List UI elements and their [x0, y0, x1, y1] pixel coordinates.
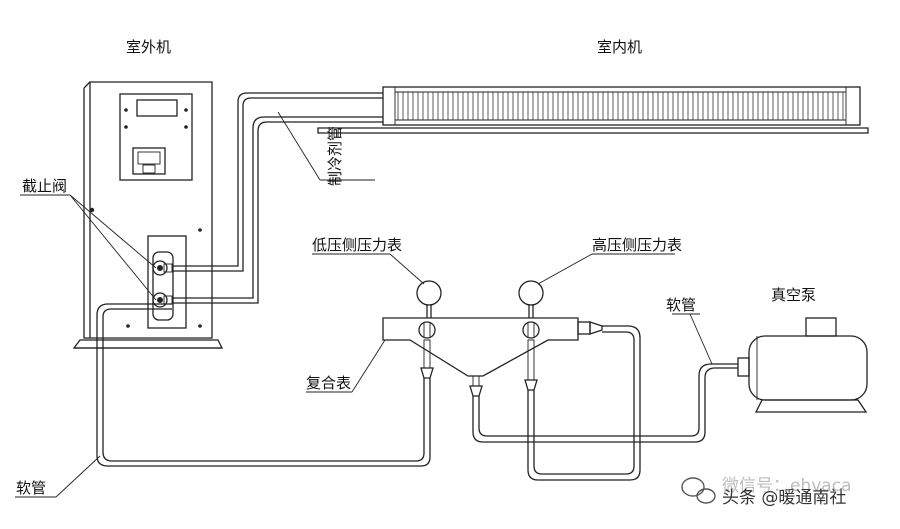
indoor-unit-fins [397, 92, 844, 120]
hose-right-label: 软管 [666, 296, 696, 314]
shutoff-valve-upper [152, 260, 173, 276]
indoor-unit [317, 86, 869, 134]
compound-gauge-label: 复合表 [306, 374, 351, 392]
wechat-icon [681, 477, 716, 504]
leader-lines [15, 111, 713, 498]
refrigerant-pipes [172, 92, 383, 304]
low-pressure-gauge-label: 低压侧压力表 [312, 236, 402, 254]
hose-left-label: 软管 [16, 479, 46, 497]
watermark: 微信号：ehvaca 头条 @暖通南社 [681, 476, 851, 508]
high-pressure-gauge-label: 高压侧压力表 [592, 236, 682, 254]
low-pressure-gauge [416, 280, 442, 318]
indoor-unit-label: 室内机 [597, 38, 642, 56]
compound-gauge [382, 317, 603, 397]
outdoor-unit [72, 81, 224, 349]
high-pressure-gauge [518, 280, 544, 318]
watermark-faint-text: 微信号：ehvaca [722, 476, 851, 496]
vacuum-pump [737, 317, 868, 413]
watermark-main-text: 头条 @暖通南社 [722, 488, 846, 508]
hoses [96, 303, 738, 481]
shutoff-valve-label: 截止阀 [22, 177, 67, 195]
outdoor-unit-label: 室外机 [126, 38, 171, 56]
vacuum-pump-label: 真空泵 [771, 286, 816, 304]
refrigerant-pipe-label: 制冷剂管 [326, 126, 344, 186]
